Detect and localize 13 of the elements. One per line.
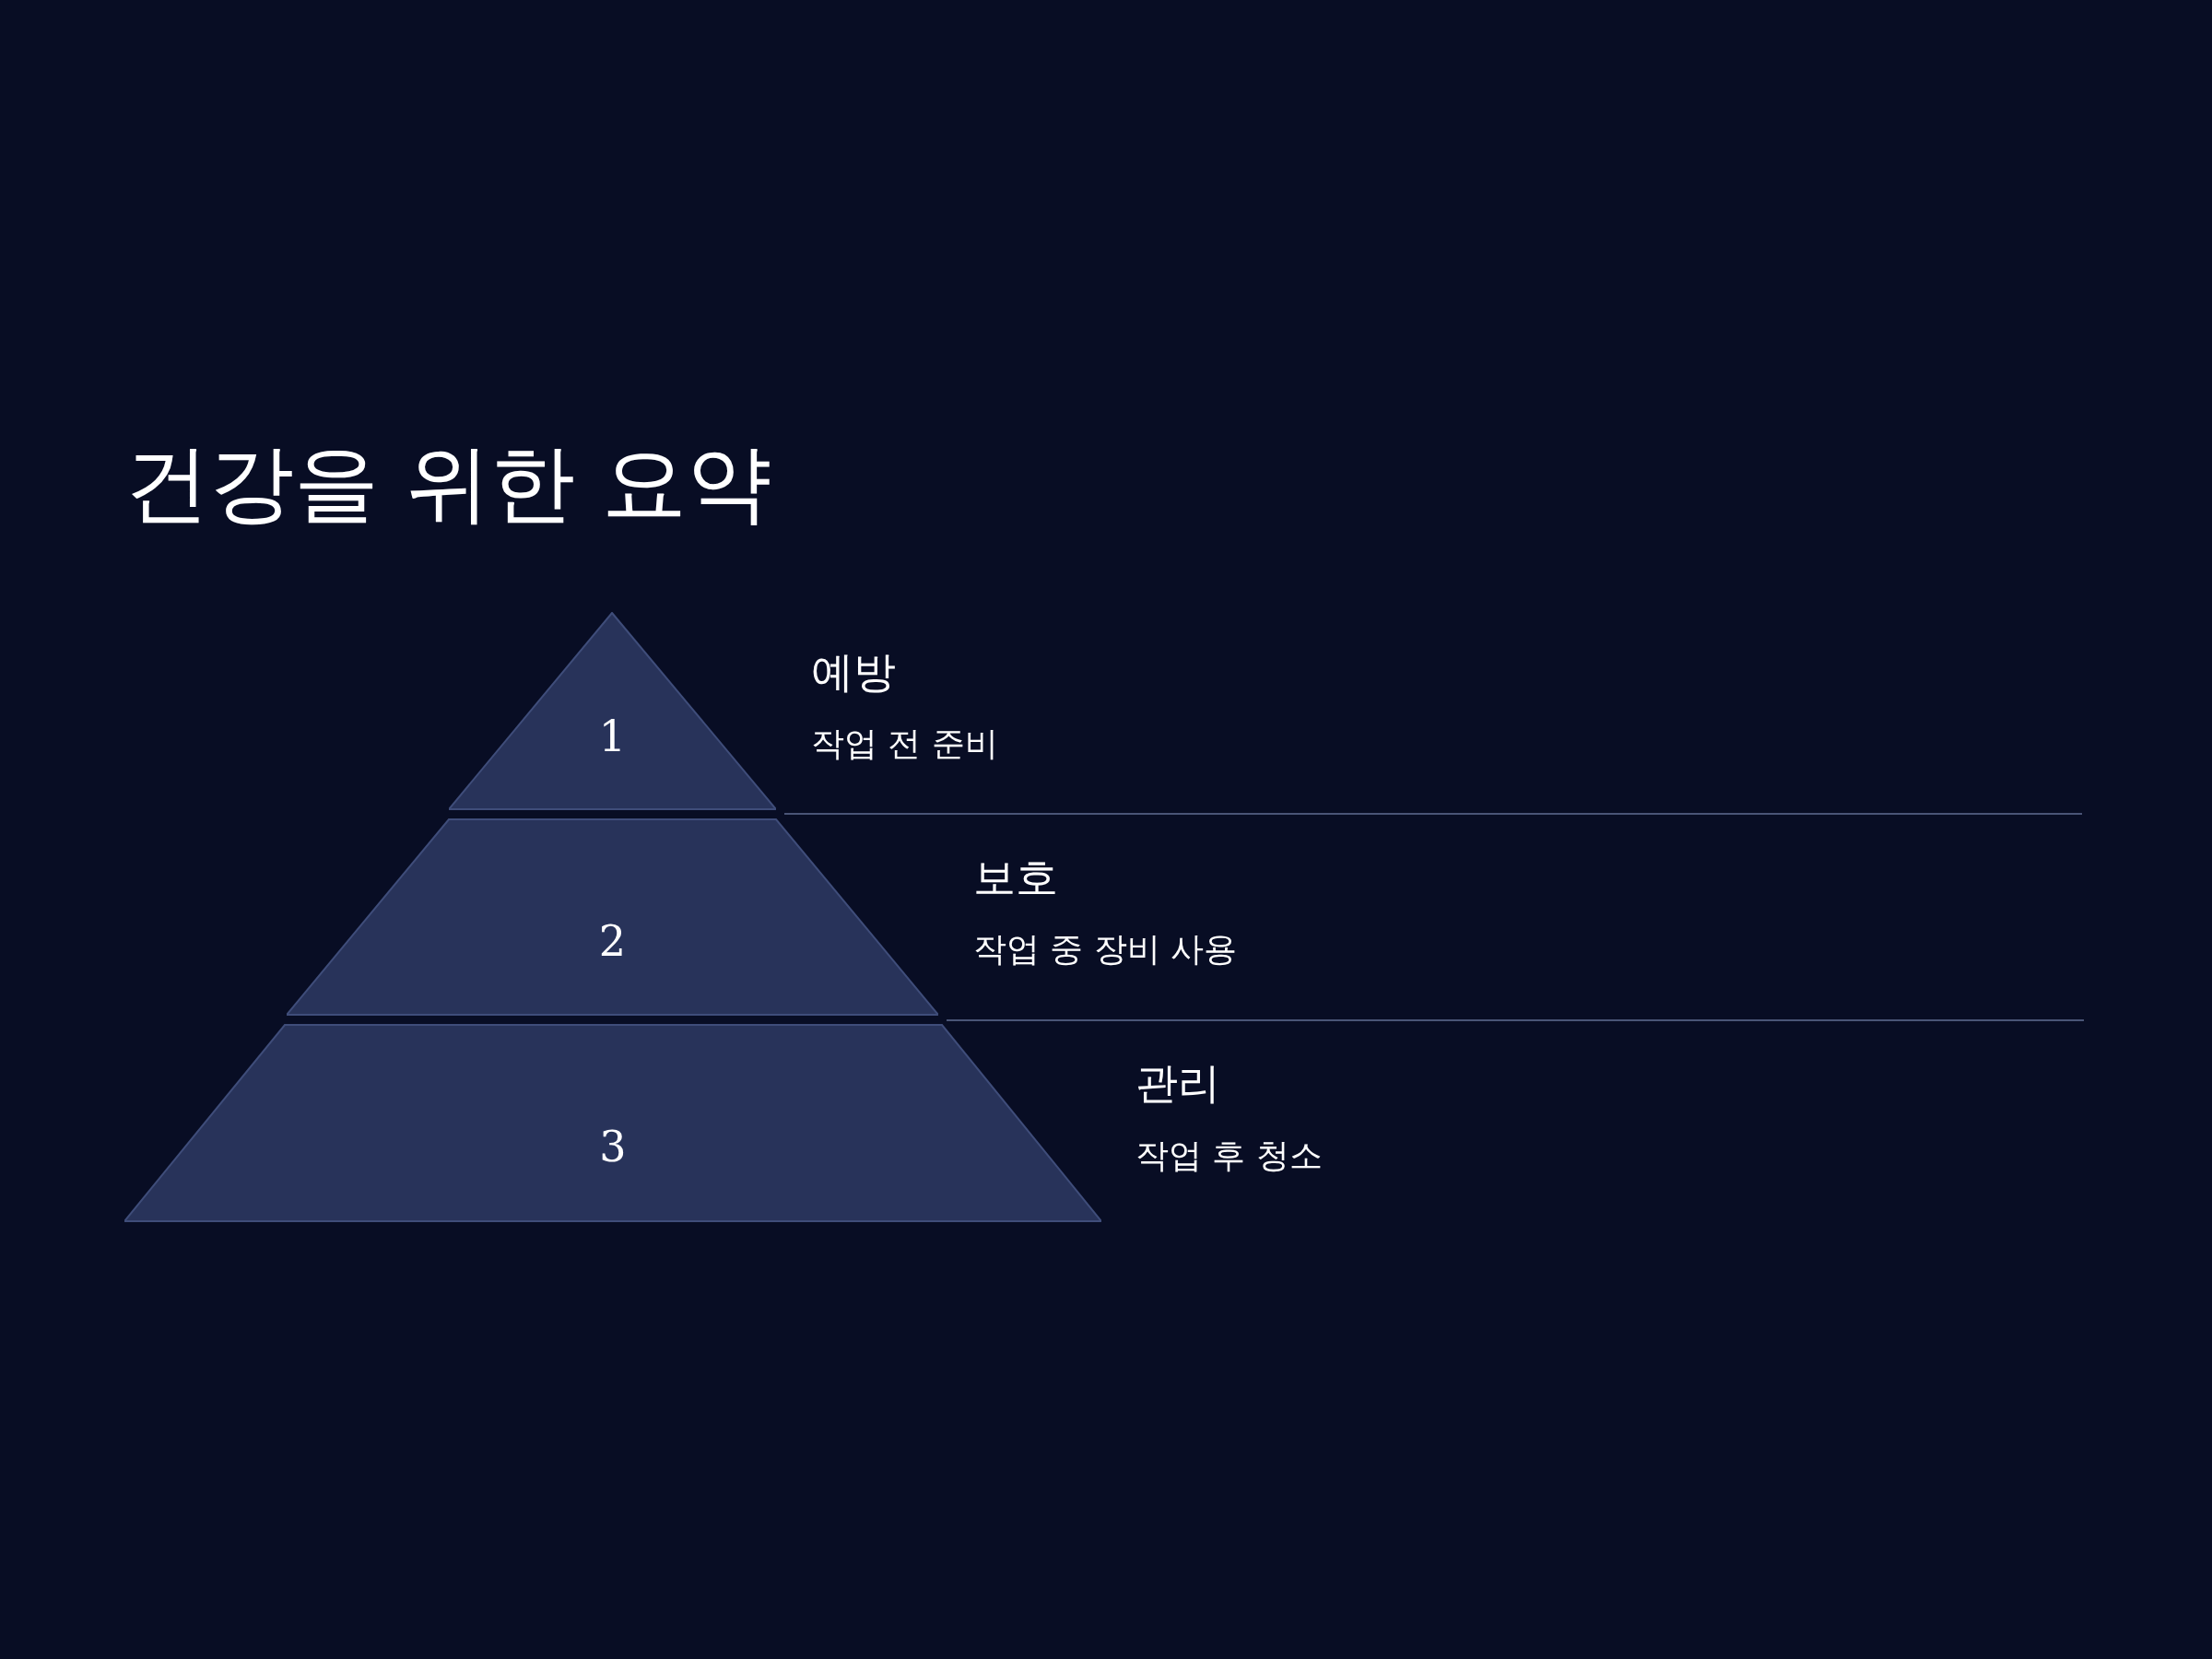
- pyramid-tier: [287, 818, 938, 1016]
- tier-description: 작업 전 준비: [811, 724, 998, 764]
- tier-description: 작업 중 장비 사용: [973, 929, 1238, 970]
- tier-heading: 예방: [811, 646, 896, 699]
- tier-number: 2: [598, 914, 627, 968]
- tier-description: 작업 후 청소: [1135, 1135, 1323, 1176]
- pyramid-tier: [124, 1024, 1101, 1222]
- tier-heading: 관리: [1135, 1057, 1220, 1110]
- tier-number: 3: [599, 1121, 627, 1174]
- tier-heading: 보호: [973, 852, 1058, 904]
- slide-title: 건강을 위한 요약: [124, 433, 772, 535]
- tier-number: 1: [598, 711, 627, 764]
- pyramid-tier: [449, 612, 776, 810]
